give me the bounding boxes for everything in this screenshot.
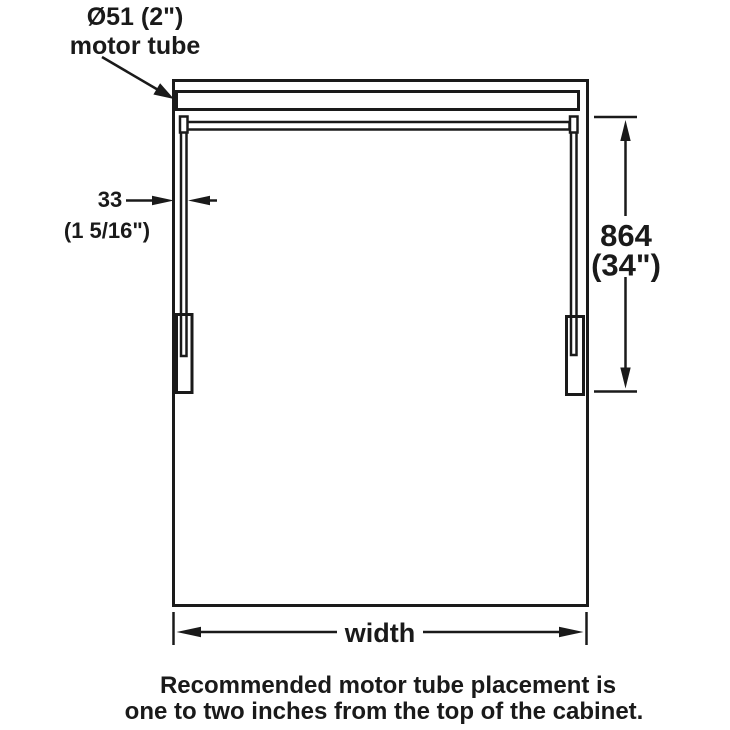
motor-tube <box>175 90 580 111</box>
right-bracket <box>565 315 585 396</box>
motor-tube-label-line1: Ø51 (2") <box>87 3 184 31</box>
right-rail-cap <box>568 115 579 134</box>
width-dim-right-arrowhead-icon <box>559 626 584 638</box>
caption-line2: one to two inches from the top of the ca… <box>125 698 644 725</box>
width-label: width <box>344 618 415 648</box>
cabinet-outline <box>172 79 589 607</box>
motor-tube-leader-line <box>101 55 161 93</box>
rail-width-dim-left-arrowhead-icon <box>188 195 210 206</box>
right-rail-tube <box>569 115 578 357</box>
left-rail-tube <box>179 116 188 358</box>
width-dim-left-arrowhead-icon <box>176 626 201 638</box>
height-value-in: (34") <box>591 248 661 283</box>
height-value-mm: 864 <box>600 218 652 253</box>
rail-width-dim-right-arrowhead-icon <box>152 195 174 206</box>
caption-line1: Recommended motor tube placement is <box>160 672 616 699</box>
left-rail-cap <box>178 115 189 134</box>
lifting-rail-bar <box>185 120 571 131</box>
rail-width-value-in: (1 5/16") <box>64 218 150 243</box>
rail-width-value-mm: 33 <box>98 187 122 212</box>
motor-tube-label-line2: motor tube <box>70 32 201 60</box>
height-dim-up-arrowhead-icon <box>620 120 631 141</box>
motor-tube-leader-arrowhead-icon <box>153 83 174 99</box>
left-bracket <box>175 313 194 394</box>
height-dim-down-arrowhead-icon <box>620 367 631 389</box>
